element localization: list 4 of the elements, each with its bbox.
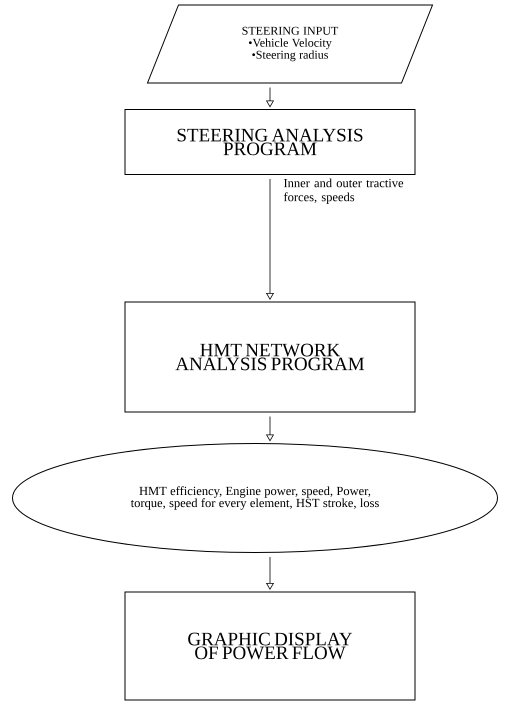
process-box: HMT NETWORK ANALYSIS PROGRAM bbox=[124, 302, 416, 412]
process-box: STEERING ANALYSIS PROGRAM bbox=[124, 109, 416, 175]
edge-label: Inner and outer tractive forces, speeds bbox=[284, 178, 404, 204]
process-box: GRAPHIC DISPLAY OF POWER FLOW bbox=[124, 592, 416, 700]
